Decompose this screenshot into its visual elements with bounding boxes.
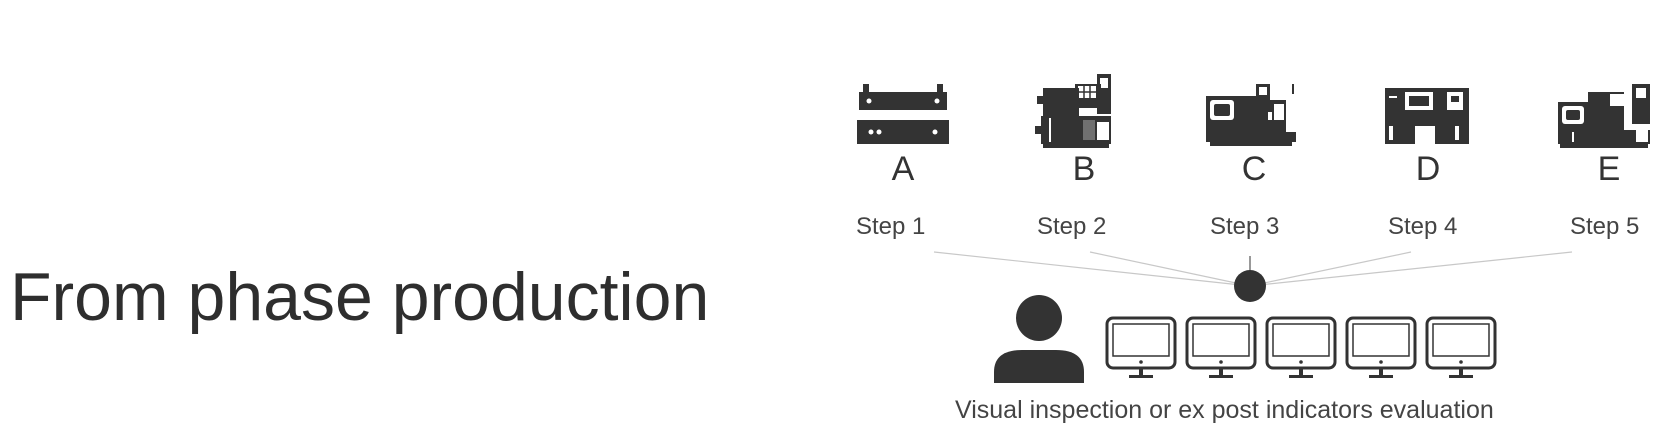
- connector-line-5: [1249, 251, 1573, 287]
- page-title: From phase production: [10, 259, 710, 335]
- machine-letter-b: B: [1072, 150, 1096, 188]
- step-label-2: Step 2: [1037, 213, 1107, 240]
- machine-letter-a: A: [891, 150, 915, 188]
- step-label-3: Step 3: [1210, 213, 1280, 240]
- monitor-icon: [1345, 316, 1417, 378]
- step-label-5: Step 5: [1570, 213, 1640, 240]
- connector-line-2: [1089, 251, 1251, 287]
- connector-lines: [933, 251, 1573, 287]
- monitor-icon: [1425, 316, 1497, 378]
- enclosed-cnc-icon: [1385, 88, 1469, 144]
- machine-letter-d: D: [1415, 150, 1441, 188]
- step-label-1: Step 1: [856, 213, 926, 240]
- monitor-icon: [1265, 316, 1337, 378]
- step-label-4: Step 4: [1388, 213, 1458, 240]
- monitor-icon: [1185, 316, 1257, 378]
- connector-line-4: [1249, 251, 1412, 287]
- connector-line-1: [933, 251, 1251, 287]
- caption: Visual inspection or ex post indicators …: [955, 396, 1494, 424]
- machine-letter-e: E: [1597, 150, 1621, 188]
- monitor-icon: [1105, 316, 1177, 378]
- hub-node-icon: [1234, 270, 1266, 302]
- machine-letter-c: C: [1241, 150, 1267, 188]
- cnc-lathe-icon: [1035, 74, 1111, 148]
- cnc-lathe-icon: [1558, 84, 1650, 148]
- machining-center-icon: [1206, 84, 1296, 146]
- press-machine-icon: [857, 84, 949, 144]
- person-icon: [994, 295, 1084, 383]
